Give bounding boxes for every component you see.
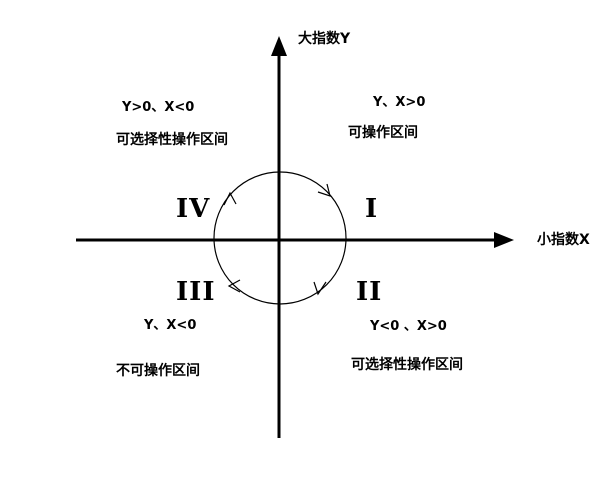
x-axis-arrowhead [494,232,514,248]
cycle-circle [213,171,347,305]
quadrant-1-numeral: I [365,194,379,224]
clockwise-arrow-icon [313,281,327,296]
quadrant-1-condition: Y、X>0 [373,95,426,110]
quadrant-4-condition: Y>0、X<0 [122,100,195,115]
clockwise-arrow-icon [223,191,237,206]
quadrant-2-numeral: II [356,277,383,307]
quadrant-4-note: 可选择性操作区间 [116,132,228,148]
y-axis-label: 大指数Y [298,31,351,47]
quadrant-3-numeral: III [176,277,216,307]
quadrant-2-note: 可选择性操作区间 [351,357,463,373]
clockwise-arrow-icon [227,279,241,293]
clockwise-arrow-icon [317,183,331,197]
x-axis-label: 小指数X [537,232,590,248]
quadrant-4-numeral: IV [176,194,211,224]
quadrant-3-note: 不可操作区间 [116,363,200,379]
y-axis-arrowhead [271,36,287,56]
quadrant-2-condition: Y<0 、X>0 [370,319,447,334]
quadrant-3-condition: Y、X<0 [144,318,197,333]
quadrant-1-note: 可操作区间 [348,125,418,141]
